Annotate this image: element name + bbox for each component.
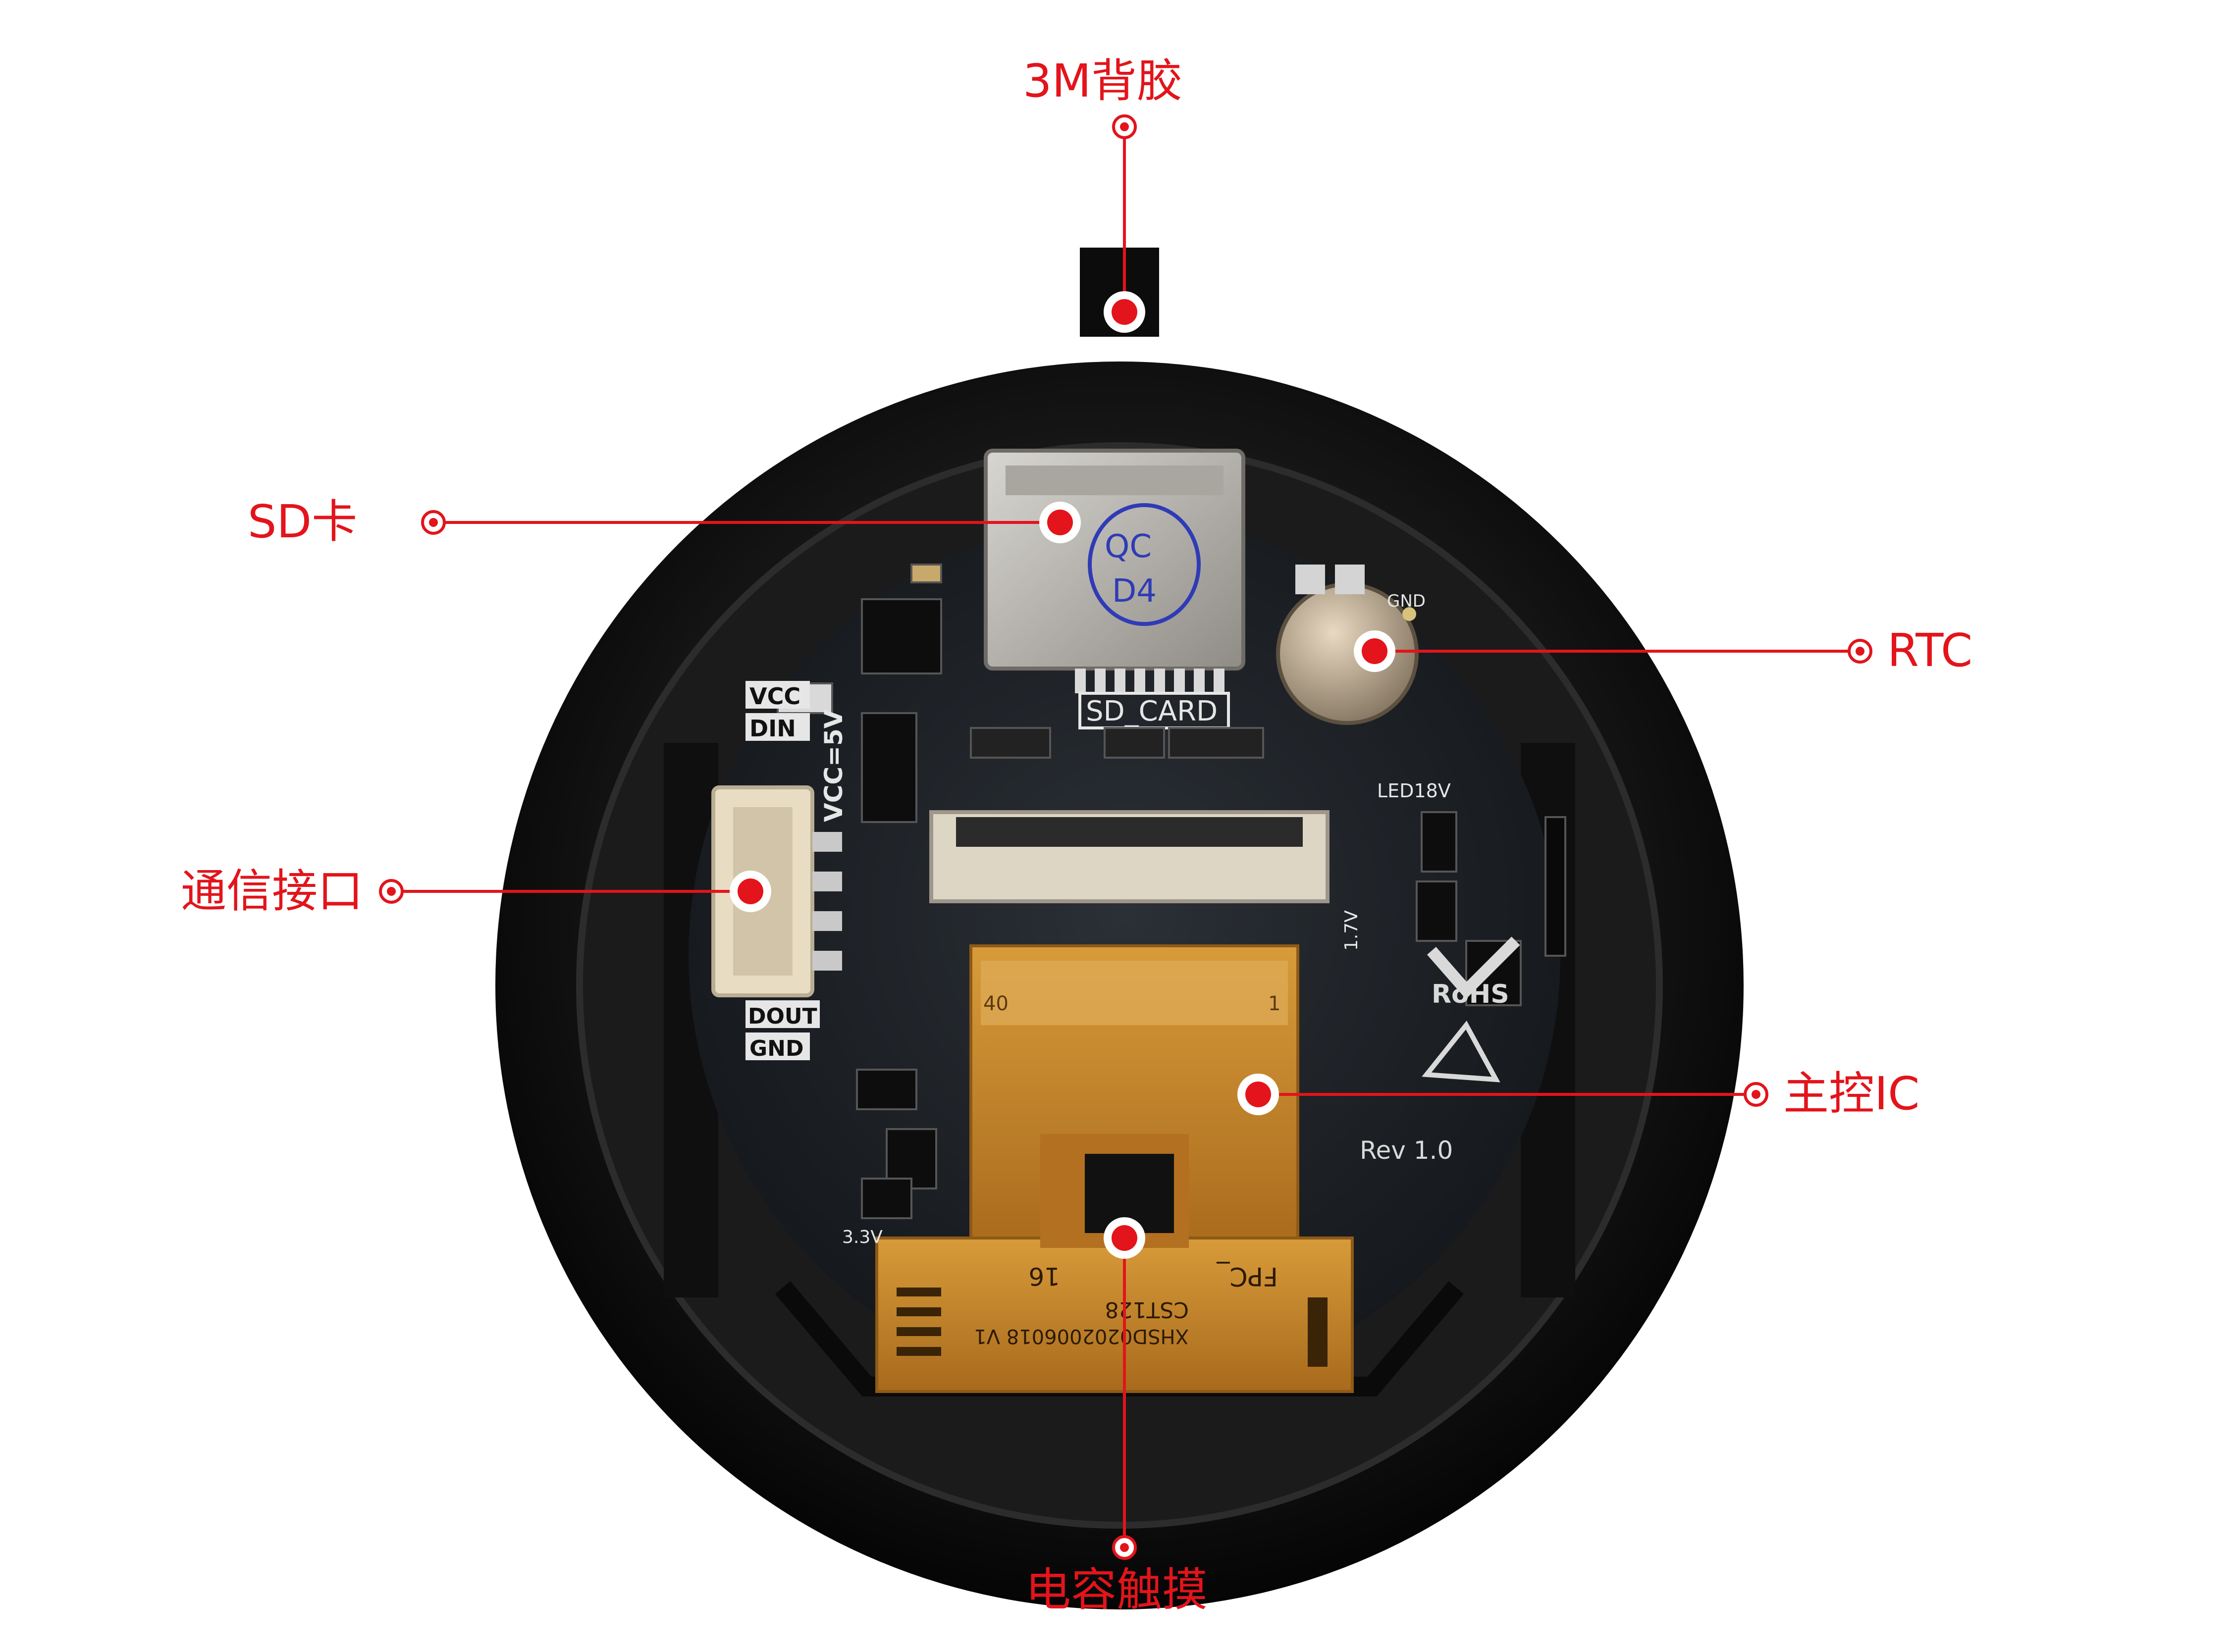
1v7-silkscreen: 1.7V xyxy=(1341,910,1362,951)
marker-mcu-point xyxy=(1237,1074,1279,1115)
din-silkscreen: DIN xyxy=(749,715,796,742)
marker-rtc-end xyxy=(1848,639,1872,664)
fpc-silkscreen: FPC_ xyxy=(1216,1261,1278,1291)
marker-touch-point xyxy=(1104,1217,1145,1259)
3v3-silkscreen: 3.3V xyxy=(842,1227,883,1247)
marker-comm-point xyxy=(730,871,771,912)
part-number-silkscreen: XHSD0202006018 V1 xyxy=(974,1325,1189,1347)
sd-card-d4-mark: D4 xyxy=(1112,573,1157,610)
marker-comm-end xyxy=(379,879,404,904)
marker-tape-end xyxy=(1112,114,1137,139)
callout-comm-interface: 通信接口 xyxy=(181,865,364,918)
callout-markers xyxy=(379,114,1872,1560)
led18v-silkscreen: LED18V xyxy=(1377,780,1451,802)
vcc5v-silkscreen: VCC=5V xyxy=(819,709,848,822)
gnd-silkscreen: GND xyxy=(749,1036,803,1061)
rtc-battery: GND xyxy=(1276,565,1426,725)
dout-silkscreen: DOUT xyxy=(748,1004,817,1029)
pin-40-silkscreen: 40 xyxy=(983,992,1009,1015)
marker-mcu-end xyxy=(1744,1082,1768,1107)
cst128-silkscreen: CST128 xyxy=(1105,1297,1189,1322)
fpc-number-silkscreen: 16 xyxy=(1028,1262,1060,1291)
marker-sd-point xyxy=(1039,502,1081,543)
fpc-connector xyxy=(929,810,1330,903)
logo-area: RoHS xyxy=(1422,936,1520,1083)
vcc-silkscreen: VCC xyxy=(749,683,800,710)
marker-tape-point xyxy=(1104,291,1145,333)
pcb-components xyxy=(777,564,1566,1219)
sd-card-qc-mark: QC xyxy=(1105,528,1152,565)
rohs-mark: RoHS xyxy=(1432,980,1509,1009)
callout-sd-card: SD卡 xyxy=(248,495,358,548)
callout-capacitive-touch: 电容触摸 xyxy=(1025,1563,1208,1616)
pin-1-silkscreen: 1 xyxy=(1268,992,1280,1015)
revision-silkscreen: Rev 1.0 xyxy=(1360,1136,1453,1165)
callout-main-ic: 主控IC xyxy=(1783,1067,1920,1120)
callout-lines xyxy=(391,127,1860,1548)
callout-rtc: RTC xyxy=(1887,624,1973,677)
sd-card-silkscreen: SD_CARD xyxy=(1086,695,1218,727)
gnd-rtc-silkscreen: GND xyxy=(1387,591,1426,611)
callout-3m-adhesive: 3M背胶 xyxy=(1023,54,1182,107)
marker-sd-end xyxy=(421,510,446,535)
marker-touch-end xyxy=(1112,1535,1137,1560)
marker-rtc-point xyxy=(1354,630,1395,672)
